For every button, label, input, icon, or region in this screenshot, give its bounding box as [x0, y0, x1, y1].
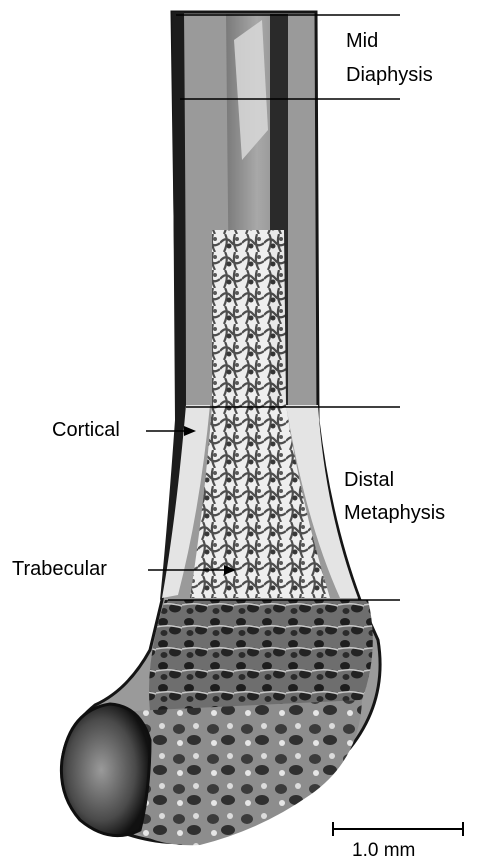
spongy-bone	[149, 600, 373, 712]
label-diaphysis: Diaphysis	[346, 64, 433, 86]
scale-bar-label: 1.0 mm	[352, 840, 415, 861]
condyle	[61, 704, 150, 836]
label-distal: Distal	[344, 469, 394, 491]
label-mid: Mid	[346, 30, 378, 52]
label-cortical: Cortical	[52, 419, 120, 441]
region-labels: Mid Diaphysis Distal Metaphysis	[344, 30, 445, 524]
label-metaphysis: Metaphysis	[344, 502, 445, 524]
label-trabecular: Trabecular	[12, 558, 107, 580]
scale-bar: 1.0 mm	[333, 822, 463, 861]
